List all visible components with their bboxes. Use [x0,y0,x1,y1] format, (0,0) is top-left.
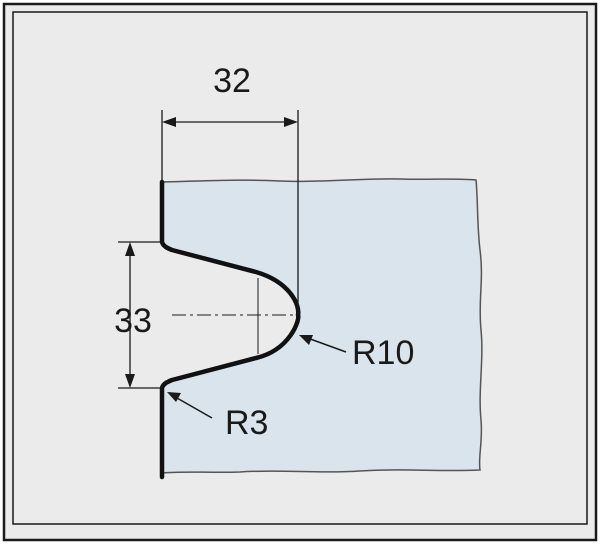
r3-arrowhead [167,392,181,402]
width-dimension-label: 32 [213,62,251,100]
r10-arrowhead [299,335,313,345]
width-arrow-right [284,117,298,127]
height-dimension-label: 33 [114,302,152,340]
width-arrow-left [162,117,176,127]
height-arrow-top [125,242,135,256]
height-arrow-bottom [125,374,135,388]
r3-label: R3 [225,404,268,442]
r10-label: R10 [352,334,414,372]
